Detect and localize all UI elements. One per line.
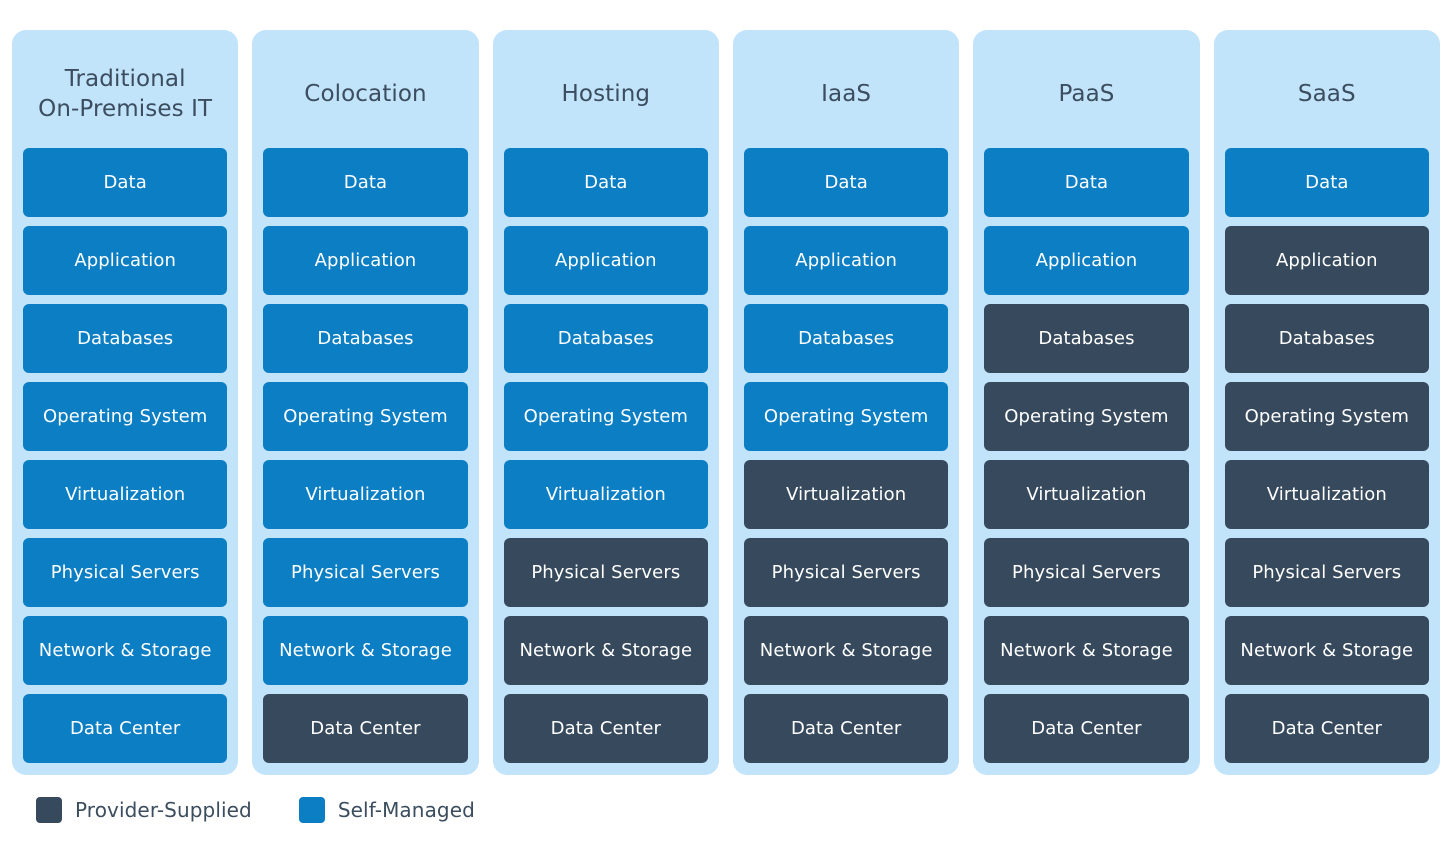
layer-cell-data-center[interactable]: Data Center — [984, 694, 1189, 763]
legend-label: Provider-Supplied — [75, 798, 252, 822]
column-title: Hosting — [561, 80, 651, 107]
legend-swatch-provider-supplied — [36, 797, 62, 823]
layer-cell-data-center[interactable]: Data Center — [743, 694, 949, 763]
legend-item-provider-supplied: Provider-Supplied — [36, 797, 252, 823]
legend-swatch-self-managed — [298, 797, 325, 823]
layer-cell-application[interactable]: Application — [23, 226, 228, 295]
layer-cell-operating-system[interactable]: Operating System — [1224, 382, 1429, 451]
layer-cell-network-and-storage[interactable]: Network & Storage — [1224, 616, 1429, 685]
layer-cell-network-and-storage[interactable]: Network & Storage — [23, 616, 228, 685]
layer-cell-databases[interactable]: Databases — [263, 304, 468, 373]
legend: Provider-Supplied Self-Managed — [12, 797, 1440, 823]
layer-cell-physical-servers[interactable]: Physical Servers — [743, 538, 949, 607]
layer-cell-databases[interactable]: Databases — [1224, 304, 1429, 373]
column-title: IaaS — [821, 80, 872, 107]
layer-cell-virtualization[interactable]: Virtualization — [743, 460, 949, 529]
layer-cell-data[interactable]: Data — [263, 148, 468, 217]
layer-cell-databases[interactable]: Databases — [984, 304, 1189, 373]
layer-cell-physical-servers[interactable]: Physical Servers — [23, 538, 228, 607]
layer-cell-data-center[interactable]: Data Center — [23, 694, 228, 763]
layer-cell-network-and-storage[interactable]: Network & Storage — [503, 616, 708, 685]
layer-cell-operating-system[interactable]: Operating System — [984, 382, 1189, 451]
layer-cell-application[interactable]: Application — [984, 226, 1189, 295]
layer-cell-network-and-storage[interactable]: Network & Storage — [263, 616, 468, 685]
layer-cell-data[interactable]: Data — [984, 148, 1189, 217]
layer-cell-databases[interactable]: Databases — [503, 304, 708, 373]
layer-cell-network-and-storage[interactable]: Network & Storage — [743, 616, 949, 685]
column-title: SaaS — [1297, 80, 1356, 107]
layer-cell-physical-servers[interactable]: Physical Servers — [1224, 538, 1429, 607]
column-title: Colocation — [304, 80, 427, 107]
legend-item-self-managed: Self-Managed — [298, 797, 475, 823]
layer-cell-data-center[interactable]: Data Center — [263, 694, 468, 763]
layer-cell-virtualization[interactable]: Virtualization — [503, 460, 708, 529]
layer-cell-physical-servers[interactable]: Physical Servers — [263, 538, 468, 607]
layer-cell-operating-system[interactable]: Operating System — [503, 382, 708, 451]
column-title: PaaS — [1058, 80, 1115, 107]
layer-cell-operating-system[interactable]: Operating System — [263, 382, 468, 451]
layer-cell-physical-servers[interactable]: Physical Servers — [984, 538, 1189, 607]
layer-cell-application[interactable]: Application — [743, 226, 949, 295]
layer-cell-virtualization[interactable]: Virtualization — [23, 460, 228, 529]
layer-cell-network-and-storage[interactable]: Network & Storage — [984, 616, 1189, 685]
column-title: Traditional On-Premises IT — [38, 65, 213, 122]
layer-cell-application[interactable]: Application — [1224, 226, 1429, 295]
layer-cell-data[interactable]: Data — [23, 148, 228, 217]
layer-cell-data[interactable]: Data — [503, 148, 708, 217]
layer-cell-virtualization[interactable]: Virtualization — [263, 460, 468, 529]
layer-cell-operating-system[interactable]: Operating System — [23, 382, 228, 451]
legend-label: Self-Managed — [337, 798, 475, 822]
layer-cell-databases[interactable]: Databases — [743, 304, 949, 373]
layer-cell-virtualization[interactable]: Virtualization — [1224, 460, 1429, 529]
layer-cell-data-center[interactable]: Data Center — [503, 694, 708, 763]
layer-cell-data[interactable]: Data — [1224, 148, 1429, 217]
layer-cell-data[interactable]: Data — [743, 148, 949, 217]
layer-cell-operating-system[interactable]: Operating System — [743, 382, 949, 451]
layer-cell-application[interactable]: Application — [503, 226, 708, 295]
layer-cell-application[interactable]: Application — [263, 226, 468, 295]
layer-cell-virtualization[interactable]: Virtualization — [984, 460, 1189, 529]
layer-cell-physical-servers[interactable]: Physical Servers — [503, 538, 708, 607]
layer-cell-data-center[interactable]: Data Center — [1224, 694, 1429, 763]
layer-cell-databases[interactable]: Databases — [23, 304, 228, 373]
